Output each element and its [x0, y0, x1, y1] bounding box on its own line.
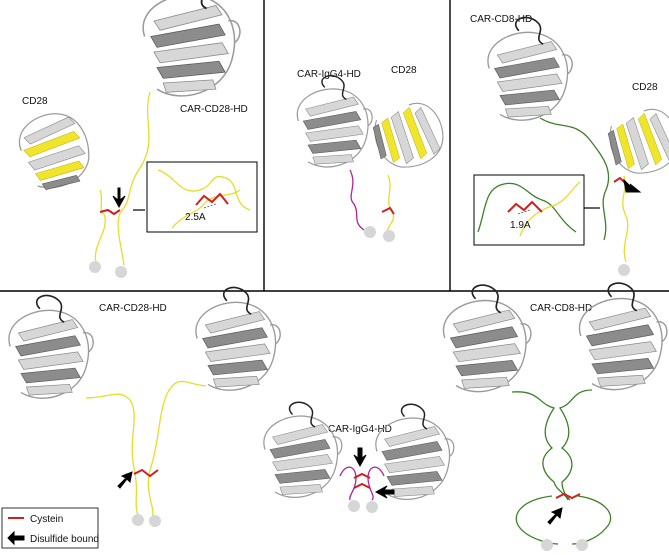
cysteine-bond: [381, 206, 395, 215]
legend-disulfide-label: Disulfide bound: [30, 534, 99, 545]
legend-cystein-label: Cystein: [30, 514, 63, 525]
cysteine-bond: [353, 482, 371, 489]
car-igg4-domain: [296, 74, 373, 168]
disulfide-arrow-icon: [117, 471, 133, 489]
inset-cysteine: [507, 200, 543, 213]
igg4-hinge: [339, 466, 357, 501]
label-car-cd8-hd: CAR-CD8-HD: [530, 303, 592, 314]
membrane-anchor: [149, 515, 161, 527]
car-cd8-domain: [487, 16, 574, 122]
disulfide-arrow-icon: [353, 447, 367, 468]
inset-distance: 2.5A: [185, 212, 206, 223]
cd28-hinge: [386, 174, 395, 237]
legend: Cystein Disulfide bound: [1, 507, 99, 549]
cysteine-bond: [133, 468, 159, 478]
car-cd28-hinge: [117, 91, 151, 266]
cd28-domain: [14, 108, 95, 194]
panel-top-left: CD28 CAR-CD28-HD 2.5A: [14, 0, 258, 278]
inset-strand: [157, 169, 251, 211]
panel-top-right: CAR-CD8-HD CD28 1.9A: [470, 14, 669, 276]
car-igg4-domain-right: [375, 403, 455, 501]
cd28-hinge: [622, 175, 629, 263]
car-cd8-domain-left: [442, 284, 532, 393]
cd8-hinge-right: [558, 389, 593, 501]
car-cd28-hinge-left: [85, 393, 141, 521]
label-car-cd28-hd: CAR-CD28-HD: [180, 104, 248, 115]
disulfide-arrow-icon: [374, 485, 395, 499]
cd28-domain: [369, 98, 449, 173]
cd8-hinge-left: [511, 391, 569, 501]
disulfide-arrow-icon: [623, 178, 642, 193]
membrane-anchor: [541, 539, 553, 551]
inset-cysteine: [195, 192, 229, 206]
cd8-tail-right: [571, 495, 612, 545]
membrane-anchor: [576, 539, 588, 551]
membrane-anchor: [115, 266, 127, 278]
panel-bottom-left: CAR-CD28-HD: [8, 286, 282, 527]
arrow-icon: [7, 530, 25, 546]
car-cd28-domain: [142, 0, 241, 97]
label-car-igg4-hd: CAR-IgG4-HD: [328, 424, 392, 435]
car-cd28-domain-right: [195, 286, 282, 392]
disulfide-arrow-icon: [547, 507, 563, 525]
membrane-anchor: [618, 264, 630, 276]
inset-bond-line: [203, 203, 217, 209]
cysteine-bond: [99, 208, 121, 216]
cd28-hinge: [94, 189, 106, 263]
cysteine-bond: [353, 472, 371, 479]
label-car-cd28-hd: CAR-CD28-HD: [99, 303, 167, 314]
membrane-anchor: [132, 514, 144, 526]
car-cd8-domain-right: [578, 282, 668, 391]
membrane-anchor: [364, 226, 376, 238]
label-car-igg4-hd: CAR-IgG4-HD: [297, 69, 361, 80]
membrane-anchor: [89, 261, 101, 273]
cd28-domain: [604, 104, 669, 179]
panel-top-middle: CAR-IgG4-HD CD28: [296, 65, 449, 242]
label-cd28: CD28: [391, 65, 417, 76]
cd8-hinge: [539, 117, 610, 241]
inset-distance: 1.9A: [510, 220, 531, 231]
cysteine-bond: [555, 492, 581, 500]
car-igg4-domain-left: [263, 401, 343, 499]
inset-bond-line: [517, 209, 531, 215]
inset-strand: [171, 189, 241, 229]
car-cd28-domain-left: [8, 294, 95, 400]
disulfide-arrow-icon: [112, 187, 126, 209]
inset-strand: [477, 182, 577, 233]
inset-strand: [519, 181, 581, 237]
label-car-cd8-hd: CAR-CD8-HD: [470, 14, 532, 25]
membrane-anchor: [366, 501, 378, 513]
panel-bottom-right: CAR-CD8-HD: [442, 282, 668, 551]
car-cd28-hinge-right: [147, 380, 207, 521]
label-cd28: CD28: [632, 82, 658, 93]
igg4-hinge: [349, 169, 365, 231]
label-cd28: CD28: [22, 96, 48, 107]
legend-box: [1, 507, 99, 549]
membrane-anchor: [348, 500, 360, 512]
panel-bottom-middle: CAR-IgG4-HD: [263, 401, 455, 513]
membrane-anchor: [383, 230, 395, 242]
